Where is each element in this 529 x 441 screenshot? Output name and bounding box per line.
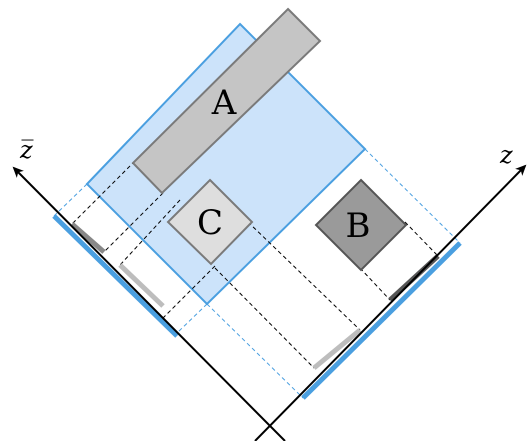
axis-label-z: z	[499, 141, 513, 169]
rect-b	[314, 178, 408, 272]
label-a: A	[211, 83, 237, 123]
blue-region	[85, 22, 367, 306]
right-axis-projections	[301, 241, 462, 400]
projection-lines-black	[71, 160, 439, 369]
right-axis	[254, 164, 527, 441]
label-c: C	[197, 203, 223, 243]
projection-lines-blue	[53, 148, 461, 399]
label-b: B	[346, 206, 371, 246]
left-axis-projections	[52, 214, 179, 338]
axis-label-zbar: z̅	[19, 136, 34, 164]
rect-a	[131, 7, 322, 195]
left-axis	[12, 166, 286, 441]
rect-c	[166, 178, 254, 266]
